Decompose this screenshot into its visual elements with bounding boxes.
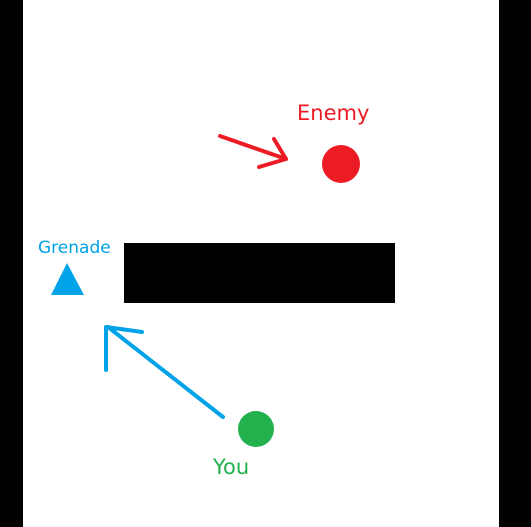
grenade-label: Grenade: [38, 238, 111, 258]
enemy-dot-icon: [322, 145, 360, 183]
you-label: You: [213, 455, 250, 479]
enemy-arrow: [218, 134, 288, 169]
wall-block: [124, 243, 395, 303]
throw-arrow: [104, 325, 225, 419]
grenade-triangle-icon: [51, 263, 84, 295]
enemy-label: Enemy: [297, 101, 370, 125]
player-dot-icon: [238, 411, 274, 447]
